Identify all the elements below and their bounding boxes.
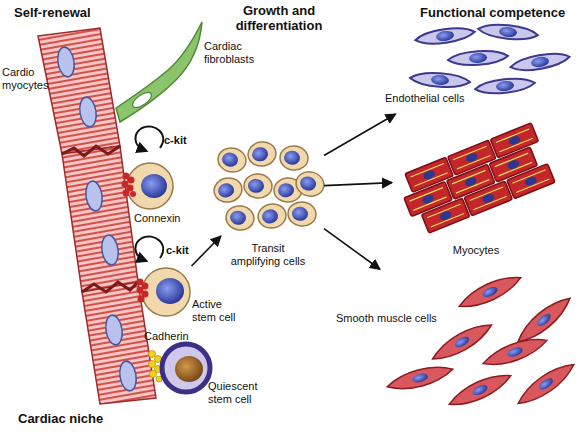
cadherin-junction: [149, 351, 156, 358]
panel-heading: Growth and differentiation: [214, 4, 344, 34]
fibroblast-cell: [116, 22, 202, 122]
connexin-junction: [130, 191, 136, 197]
panel-heading: Cardiac niche: [18, 412, 158, 427]
structure-label: Cardiac fibroblasts: [204, 40, 268, 65]
smooth-muscle-cells: [385, 361, 455, 395]
transit-cells: [294, 169, 327, 199]
cardiomyocyte-fiber: [82, 282, 138, 292]
connexin-junction: [138, 296, 145, 303]
cardiomyocyte-fiber: [38, 28, 120, 154]
flow-arrow: [324, 183, 392, 186]
quiescent-cell: [175, 356, 203, 382]
transit-cells: [243, 173, 273, 199]
flow-arrow: [324, 114, 396, 156]
flow-arrow: [192, 236, 221, 266]
endothelial-cells: [410, 71, 471, 89]
cardiomyocyte-fiber: [104, 314, 124, 346]
stem-cell: [127, 163, 173, 209]
cell-group: Smooth muscle cells: [380, 266, 564, 406]
structure-label: Cardio myocytes: [2, 66, 48, 91]
connexin-junction: [122, 173, 137, 198]
panel-heading: Self-renewal: [14, 6, 134, 21]
endothelial-cells: [509, 50, 570, 74]
cadherin-junction: [150, 371, 157, 378]
ckit-arrow: [135, 126, 163, 150]
smooth-muscle-cells: [428, 318, 495, 366]
connexin-junction: [128, 177, 135, 184]
structure-label: Quiescent stem cell: [208, 380, 270, 405]
cardiomyocyte-fiber: [118, 360, 138, 392]
receptor-label: c-kit: [166, 244, 206, 257]
cardiomyocyte-fiber: [84, 180, 104, 212]
transit-cells: [287, 201, 317, 227]
stem-cell: [141, 174, 167, 198]
connexin-junction: [137, 279, 149, 303]
cell-cluster: Transit amplifying cells: [212, 140, 324, 236]
fibroblast-cell: [130, 90, 154, 111]
cell-label: Active stem cell: [192, 298, 242, 323]
endothelial-cells: [477, 22, 538, 42]
transit-cells: [216, 146, 248, 174]
stem-cell: [142, 268, 190, 316]
receptor-label: c-kit: [164, 134, 204, 147]
myocyte-cells: [396, 123, 555, 237]
cell-group: Endothelial cells: [385, 22, 565, 114]
cell-group: Myocytes: [392, 118, 560, 240]
quiescent-cell: [162, 344, 210, 392]
cell-label: Myocytes: [436, 244, 516, 257]
cell-label: Smooth muscle cells: [336, 312, 452, 325]
smooth-muscle-cells: [446, 368, 515, 412]
cardiomyocyte-fiber: [78, 96, 98, 128]
transit-cells: [224, 204, 255, 232]
transit-cells: [256, 202, 288, 230]
cardiomyocyte-fiber: [62, 146, 138, 292]
smooth-muscle-cells: [513, 358, 578, 411]
junction-label: Connexin: [134, 212, 194, 225]
stem-cell: [127, 163, 173, 209]
myocyte-cells: [421, 198, 469, 233]
quiescent-cell: [162, 344, 210, 392]
endothelial-cells: [448, 49, 509, 67]
endothelial-cells: [410, 22, 571, 96]
panel-heading: Functional competence: [420, 6, 580, 21]
connexin-junction: [123, 190, 130, 197]
transit-cells: [279, 145, 309, 172]
smooth-muscle-cells: [480, 333, 550, 372]
cardiomyocyte-fiber: [62, 146, 120, 156]
transit-cells: [212, 175, 244, 204]
endothelial-cells: [414, 25, 475, 47]
fibroblast-cell: [116, 22, 202, 122]
cell-label: Endothelial cells: [385, 92, 485, 105]
cell-label: Transit amplifying cells: [228, 242, 308, 267]
flow-arrow: [324, 229, 380, 270]
cadherin-junction: [149, 361, 156, 368]
cardiomyocyte-fiber: [56, 46, 76, 78]
stem-cell: [142, 268, 190, 316]
stem-cell: [156, 278, 184, 304]
ckit-arrow: [135, 236, 163, 260]
smooth-muscle-cells: [456, 270, 525, 314]
myocyte-cells: [464, 181, 512, 216]
endothelial-cells: [474, 76, 535, 96]
transit-cells: [246, 140, 277, 168]
junction-label: Cadherin: [144, 330, 204, 343]
stem-cell: Active stem cell: [140, 266, 192, 318]
cardiomyocyte-fiber: [100, 234, 120, 266]
smooth-muscle-cells: [385, 270, 579, 412]
transit-cells: [212, 140, 327, 232]
myocyte-cells: [507, 164, 555, 199]
